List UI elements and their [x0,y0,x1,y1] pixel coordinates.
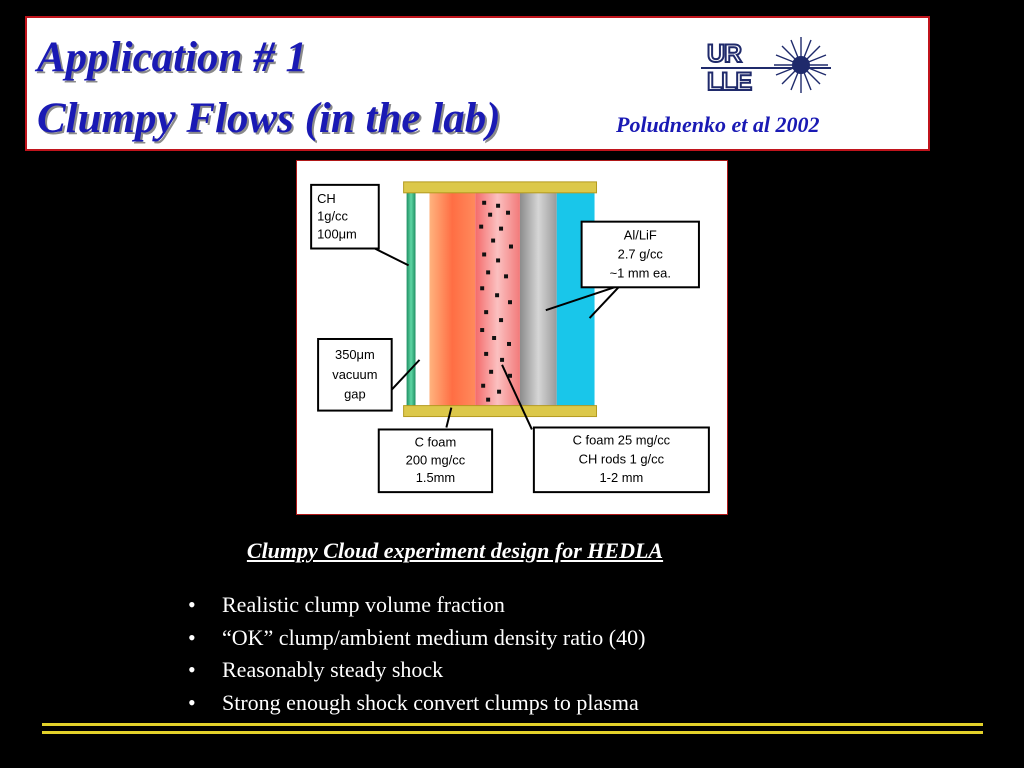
label-vacuum-line2: vacuum [332,367,377,382]
label-cfoam-line1: C foam [415,434,457,449]
label-alif-line3: ~1 mm ea. [610,265,671,280]
starburst-icon [774,37,828,93]
clump-dots [479,200,513,402]
label-clumps-line2: CH rods 1 g/cc [579,451,665,466]
bullet-text: Strong enough shock convert clumps to pl… [222,689,639,715]
diagram-caption: Clumpy Cloud experiment design for HEDLA [246,538,664,563]
label-alif-box [580,220,700,289]
bullet-text: Reasonably steady shock [222,657,444,682]
bullet-glyph: • [188,592,196,617]
label-clumps-line3: 1-2 mm [600,470,644,485]
bullet-item: • Realistic clump volume fraction [188,589,645,622]
bullet-text: “OK” clump/ambient medium density ratio … [222,624,646,650]
bottom-rule-lower [42,731,983,734]
c-foam-layer [429,192,476,406]
label-ch-box [310,183,380,250]
bullet-item: • “OK” clump/ambient medium density ratio… [188,622,645,655]
bullet-item: • Reasonably steady shock [188,654,645,687]
ur-lle-logo: UR LLE [701,37,831,96]
label-ch-line2: 1g/cc [317,209,348,224]
logo-text-top: UR [707,40,742,68]
bullet-text: Realistic clump volume fraction [222,592,505,617]
bottom-rule-upper [42,723,983,726]
bottom-rail [403,405,598,418]
label-vacuum-line1: 350μm [335,347,375,362]
label-clumps-box [532,426,710,494]
label-cfoam-box [377,428,494,494]
bullet-glyph: • [188,689,196,715]
label-clumps-line1: C foam 25 mg/cc [573,432,671,447]
bullet-list: • Realistic clump volume fraction • “OK” c… [188,589,645,719]
label-alif-line1: Al/LiF [624,228,657,243]
label-cfoam-line3: 1.5mm [416,470,455,485]
title-box: Application # 1 Clumpy Flows (in the lab… [25,16,930,151]
vacuum-gap [415,192,430,406]
logo-text-bottom: LLE [707,68,752,96]
label-cfoam-line2: 200 mg/cc [406,452,466,467]
label-ch-line3: 100μm [317,227,357,242]
citation: Poludnenko et al 2002 [616,112,820,137]
label-ch-line1: CH [317,191,336,206]
alif-gray-layer [519,192,557,406]
slide-title-line2: Clumpy Flows (in the lab) [37,95,501,142]
label-vacuum-box [317,337,393,412]
bullet-glyph: • [188,624,196,650]
slide-title-line1: Application # 1 [37,34,307,81]
bullet-glyph: • [188,657,196,682]
label-vacuum-line3: gap [344,387,366,402]
ch-layer [406,192,416,406]
label-alif-line2: 2.7 g/cc [618,246,664,261]
experiment-diagram: CH 1g/cc 100μm 350μm vacuum gap C foam 2… [296,160,728,515]
bullet-item: • Strong enough shock convert clumps to p… [188,687,645,720]
top-rail [403,181,598,194]
